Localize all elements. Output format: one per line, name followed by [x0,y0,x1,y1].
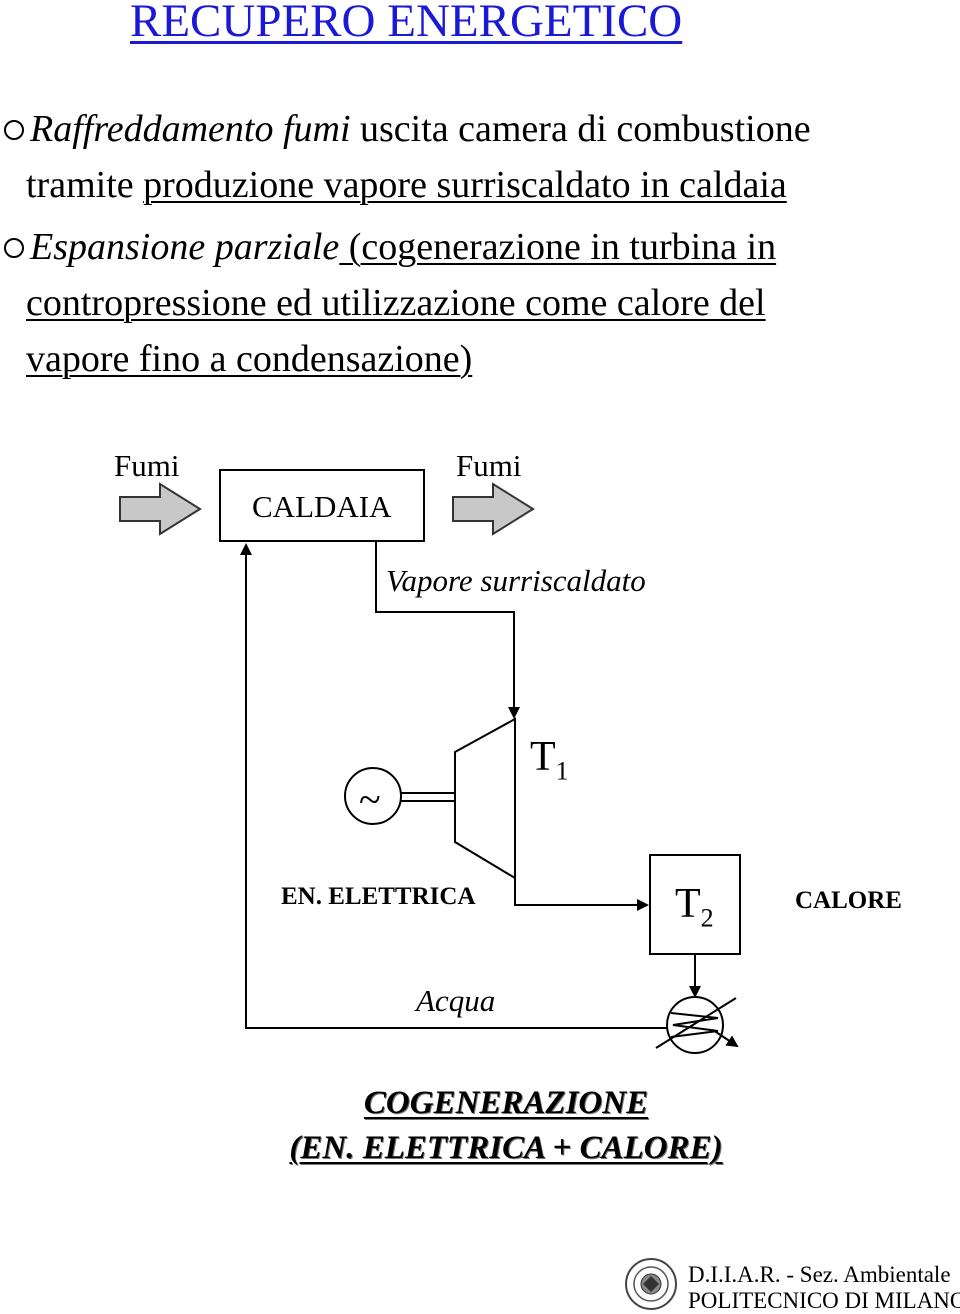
heat-exchanger-icon [655,996,739,1054]
t1-letter: T [530,734,556,780]
steam-line [375,541,520,719]
bullet-2-rest: (cogenerazione in turbina in [339,226,777,268]
fumi-out-arrow-icon [452,482,535,536]
t1-label: T1 [530,733,569,786]
caldaia-label: CALDAIA [252,489,392,524]
turbine-t1-icon [454,717,516,880]
vapore-label: Vapore surriscaldato [386,563,646,598]
fumi-in-label: Fumi [114,448,180,483]
footer-department: D.I.I.A.R. - Sez. Ambientale [688,1262,951,1287]
bullet-1-underlined: produzione vapore surriscaldato in calda… [143,164,787,206]
bullet-1-plain: tramite [26,164,144,206]
fumi-in-arrow-icon [119,482,202,536]
bullet-2-line-3: vapore fino a condensazione) [26,338,473,380]
caldaia-box [219,469,425,542]
bullet-2-italic: Espansione parziale [30,226,340,268]
generator-icon [344,767,402,825]
politecnico-seal-logo [625,1258,677,1310]
bullet-circle-icon [4,238,24,259]
fumi-out-label: Fumi [456,448,522,483]
generator-symbol: ~ [359,777,381,822]
t2-box [649,854,741,955]
bullet-1-line-1: Raffreddamento fumi uscita camera di com… [4,110,811,148]
t2-subscript: 2 [700,903,714,933]
page-title: RECUPERO ENERGETICO [130,0,683,47]
summary-line-2: (EN. ELETTRICA + CALORE) [289,1130,723,1166]
bullet-circle-icon [4,120,24,141]
t2-label: T2 [675,880,714,933]
en-elettrica-label: EN. ELETTRICA [281,883,476,910]
water-return-line [240,543,667,1029]
summary-line-1: COGENERAZIONE [363,1085,649,1121]
bullet-1-italic: Raffreddamento fumi [30,108,351,150]
calore-label: CALORE [795,887,902,914]
bullet-1-line-2: tramite produzione vapore surriscaldato … [26,166,787,204]
bullet-1-rest: uscita camera di combustione [350,108,811,150]
footer-university: POLITECNICO DI MILANO [688,1288,960,1313]
acqua-label: Acqua [416,983,496,1018]
bullet-2-line-1: Espansione parziale (cogenerazione in tu… [4,228,776,266]
exhaust-line [514,878,649,911]
t2-letter: T [675,881,701,927]
t1-subscript: 1 [555,756,569,786]
bullet-2-line-2: contropressione ed utilizzazione come ca… [26,282,766,324]
